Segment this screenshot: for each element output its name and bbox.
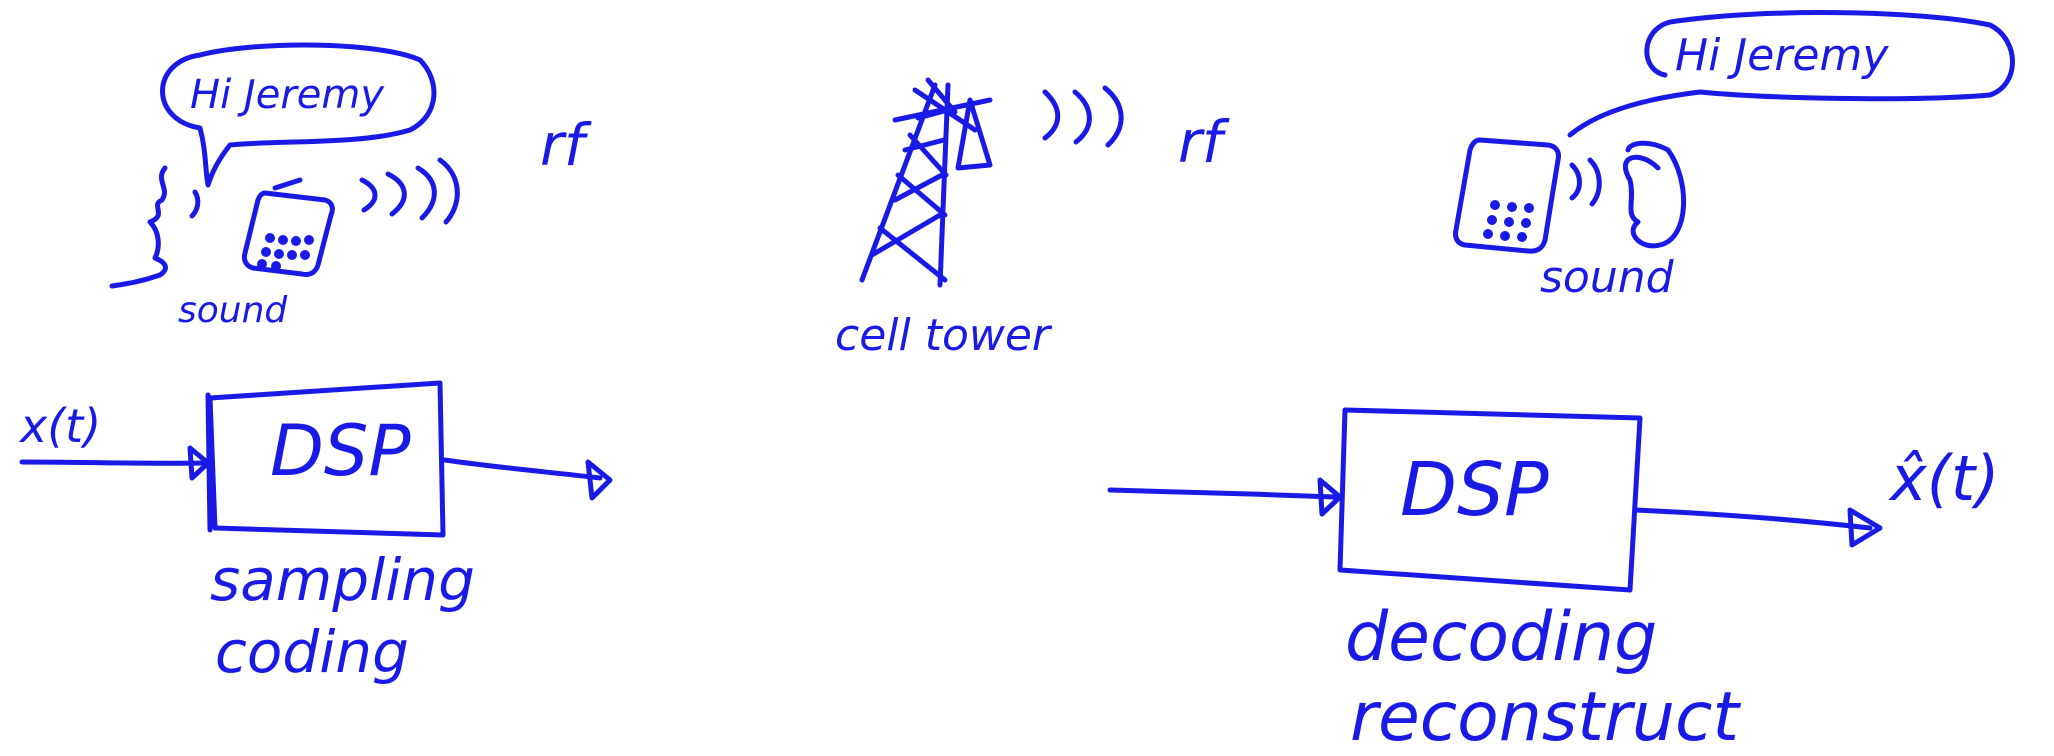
mobile-phone-icon xyxy=(241,177,335,277)
decoder-input-arrow xyxy=(1107,487,1338,500)
decoder-output-signal: x̂(t) xyxy=(1888,442,1999,515)
decoder-input-arrowhead xyxy=(1317,477,1343,517)
receiver-speech-text: Hi Jeremy xyxy=(1675,30,1889,81)
encoder-output-arrowhead xyxy=(585,459,613,501)
decoder-dsp-box xyxy=(1337,407,1643,593)
sender-rf-label: rf xyxy=(540,111,592,179)
encoder-note-coding: coding xyxy=(215,618,409,686)
decoder-dsp-label: DSP xyxy=(1400,447,1549,533)
ear-icon xyxy=(1622,140,1686,249)
encoder-note-sampling: sampling xyxy=(210,546,475,614)
sender-speech-text: Hi Jeremy xyxy=(190,72,385,118)
decoder-group: DSP x̂(t) decoding reconstruct xyxy=(1107,407,1999,756)
encoder-input-arrow xyxy=(19,459,208,466)
encoder-output-arrow xyxy=(442,457,603,481)
receiver-group: Hi Jeremy sound xyxy=(1453,10,2015,303)
radio-waves-icon xyxy=(359,157,460,225)
encoder-input-signal: x(t) xyxy=(18,399,101,453)
sender-speech-bubble xyxy=(160,42,437,188)
encoder-dsp-label: DSP xyxy=(270,410,411,492)
sender-group: Hi Jeremy sound rf xyxy=(109,42,592,331)
tower-label: cell tower xyxy=(835,310,1053,361)
receiver-waves-icon xyxy=(1569,157,1602,207)
decoder-output-arrowhead xyxy=(1847,507,1883,548)
receiver-phone-icon xyxy=(1453,137,1561,254)
decoder-note-decoding: decoding xyxy=(1345,598,1657,677)
encoder-group: x(t) DSP sampling coding xyxy=(18,380,613,686)
cell-tower-icon xyxy=(859,77,993,288)
receiver-speech-bubble xyxy=(1567,10,2015,138)
encoder-dsp-box xyxy=(205,380,446,538)
speaking-head-icon xyxy=(109,165,168,289)
tower-rf-label: rf xyxy=(1178,108,1230,176)
tower-radio-waves-icon xyxy=(1042,85,1124,148)
receiver-sound-label: sound xyxy=(1540,252,1675,303)
sender-sound-label: sound xyxy=(178,290,288,331)
decoder-note-reconstruct: reconstruct xyxy=(1350,678,1741,756)
encoder-input-arrowhead xyxy=(187,445,211,481)
decoder-output-arrow xyxy=(1632,507,1873,531)
tower-group: cell tower rf xyxy=(835,77,1230,361)
sound-marks-icon xyxy=(189,189,201,219)
